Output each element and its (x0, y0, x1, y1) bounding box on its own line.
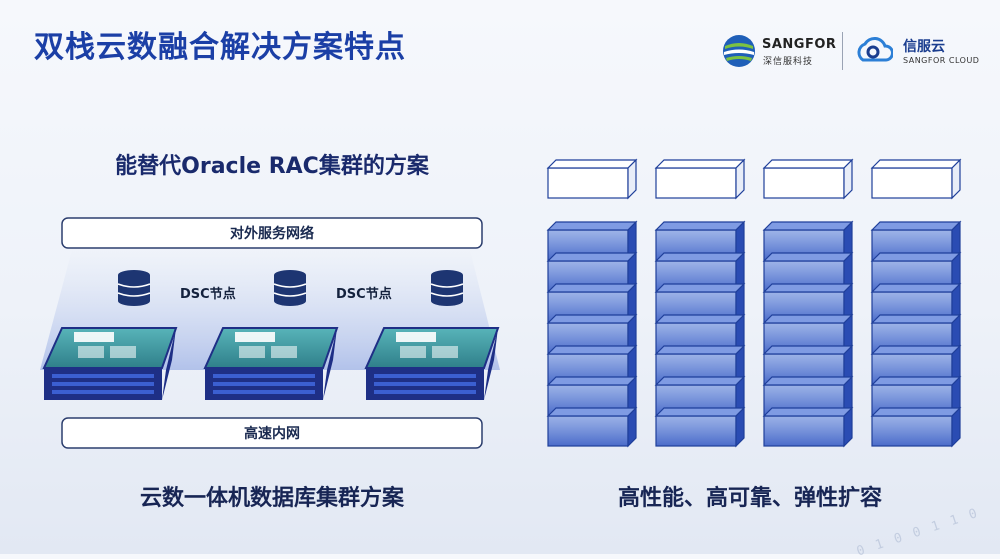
scalable-stacks (546, 158, 962, 448)
sangfor-globe-icon (723, 35, 755, 67)
server-appliance (203, 327, 339, 400)
server-appliance (42, 327, 178, 400)
stack-block (762, 406, 854, 448)
expansion-block (870, 158, 962, 200)
stack-block (870, 406, 962, 448)
sangfor-logo: SANGFOR 深信服科技 (722, 34, 836, 70)
stack-block (654, 406, 746, 448)
external-network-bar: 对外服务网络 (61, 217, 483, 249)
server-appliance (364, 327, 500, 400)
sangfor-logo-name: SANGFOR (762, 37, 837, 52)
expansion-block (546, 158, 638, 200)
database-icon (117, 270, 151, 306)
page-title: 双栈云数融合解决方案特点 (34, 30, 406, 65)
sangfor-logo-cn: 深信服科技 (763, 57, 814, 67)
external-network-label: 对外服务网络 (230, 225, 314, 242)
dsc-node-label: DSC节点 (336, 286, 392, 302)
internal-network-label: 高速内网 (244, 425, 300, 442)
expansion-block (654, 158, 746, 200)
database-icon (430, 270, 464, 306)
database-icon (273, 270, 307, 306)
expansion-block (762, 158, 854, 200)
sangfor-cloud-logo: 信服云 SANGFOR CLOUD (855, 34, 985, 70)
cloud-logo-icon (857, 37, 893, 62)
stack-block (546, 406, 638, 448)
internal-network-bar: 高速内网 (61, 417, 483, 449)
right-caption: 高性能、高可靠、弹性扩容 (617, 486, 882, 511)
dsc-node-label: DSC节点 (180, 286, 236, 302)
left-subtitle: 能替代Oracle RAC集群的方案 (115, 154, 429, 179)
logo-divider (842, 32, 843, 70)
left-caption: 云数一体机数据库集群方案 (139, 486, 404, 511)
cloud-logo-name: 信服云 (903, 39, 945, 55)
cloud-logo-en: SANGFOR CLOUD (903, 56, 980, 65)
